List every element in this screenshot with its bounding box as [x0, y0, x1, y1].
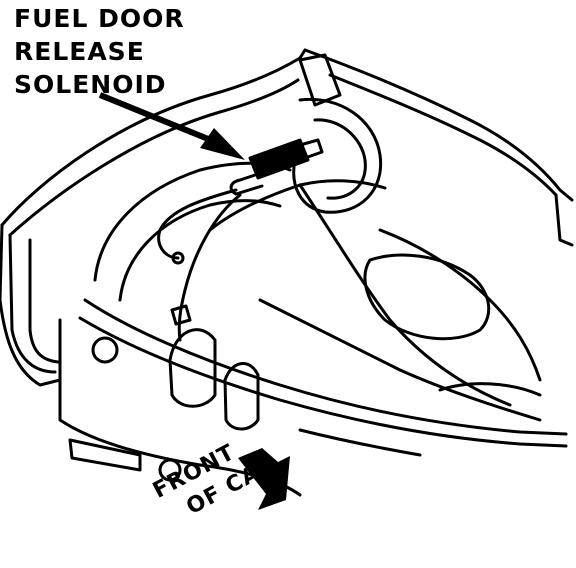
lower-valance-edge: [68, 438, 142, 472]
bumper-left-lower: [8, 233, 57, 374]
solenoid-bracket: [229, 173, 264, 196]
callout-arrow: [98, 92, 245, 160]
solenoid-body: [248, 138, 310, 180]
quarter-panel-outline: [0, 48, 307, 227]
solenoid-wire-1: [157, 188, 238, 260]
bumper-left-face: [0, 223, 62, 387]
trunk-tub-floor-line: [258, 298, 542, 422]
fuel-door-ring: [292, 97, 383, 214]
body-contour-long-2: [78, 316, 568, 448]
trunk-upper-lip-inner: [328, 73, 558, 197]
inner-opening-2: [223, 362, 260, 431]
trunk-upper-lip: [303, 48, 574, 202]
fuel-door-ring-inner: [313, 118, 367, 200]
callout-line-2: RELEASE: [14, 37, 145, 66]
inner-opening-1: [168, 328, 217, 408]
right-floor-line-2: [298, 428, 422, 457]
quarter-panel-inner-edge: [8, 78, 300, 237]
solenoid-plunger: [298, 138, 324, 160]
mount-hole-1: [91, 336, 119, 364]
front-direction-arrow-icon: [238, 448, 290, 510]
callout-line-3: SOLENOID: [14, 70, 167, 99]
bumper-left-lip: [28, 238, 60, 364]
trunk-right-edge: [554, 193, 574, 247]
fuel-door-hinge: [298, 53, 342, 107]
trunk-tub-inner: [378, 228, 542, 382]
right-floor-line-1: [438, 382, 542, 397]
wheel-well-arch-inner: [118, 199, 282, 302]
body-contour-long: [83, 298, 568, 436]
wire-connector: [171, 251, 185, 265]
lower-valance: [58, 318, 202, 467]
solenoid-callout-label: FUEL DOOR RELEASE SOLENOID: [14, 2, 185, 101]
spare-well: [363, 253, 491, 341]
mount-hole-2: [158, 458, 182, 482]
wire-clip: [170, 304, 192, 326]
callout-line-1: FUEL DOOR: [14, 4, 185, 33]
